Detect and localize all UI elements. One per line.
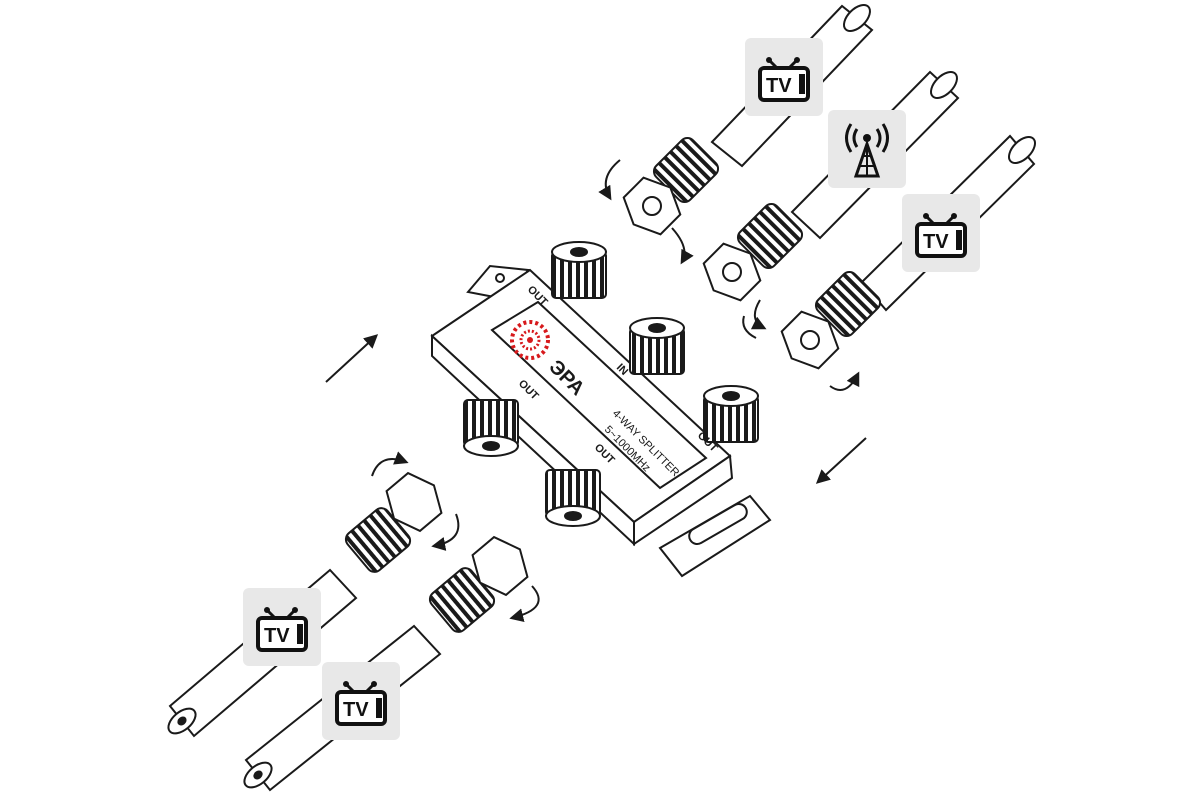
rotate-arrow-lower-1b xyxy=(431,513,460,551)
f-port-out-left xyxy=(463,399,519,457)
f-port-out-bottom xyxy=(545,469,601,527)
direction-arrow-left xyxy=(325,334,379,383)
tv-icon: TV xyxy=(243,588,321,666)
rotate-arrow-lower-2a xyxy=(509,585,540,623)
rotate-arrow-upper-1b xyxy=(671,227,694,265)
label-panel xyxy=(490,300,708,490)
tv-icon: TV xyxy=(322,662,400,740)
f-connector-lower-2 xyxy=(428,535,529,633)
f-port-in xyxy=(629,317,685,375)
rotate-arrow-upper-2a xyxy=(750,299,767,330)
svg-text:TV: TV xyxy=(766,75,792,97)
rotate-arrow-lower-1a xyxy=(371,451,409,477)
f-connector-upper-1 xyxy=(622,136,720,236)
svg-text:TV: TV xyxy=(923,231,949,253)
direction-arrow-right xyxy=(815,437,867,484)
rotate-arrow-upper-2b xyxy=(742,315,757,339)
tv-icon: TV xyxy=(745,38,823,116)
f-connector-upper-2 xyxy=(702,202,804,302)
tv-icon: TV xyxy=(902,194,980,272)
antenna-icon xyxy=(828,110,906,188)
rotate-arrow-upper-1a xyxy=(598,159,621,201)
f-port-out-top xyxy=(551,241,607,299)
f-connector-lower-1 xyxy=(344,471,443,573)
f-connector-upper-3 xyxy=(780,270,882,370)
brand-logo xyxy=(510,320,550,360)
rotate-arrow-upper-3a xyxy=(829,371,860,391)
f-port-out-right xyxy=(703,385,759,443)
svg-text:TV: TV xyxy=(343,699,369,721)
svg-text:TV: TV xyxy=(264,625,290,647)
